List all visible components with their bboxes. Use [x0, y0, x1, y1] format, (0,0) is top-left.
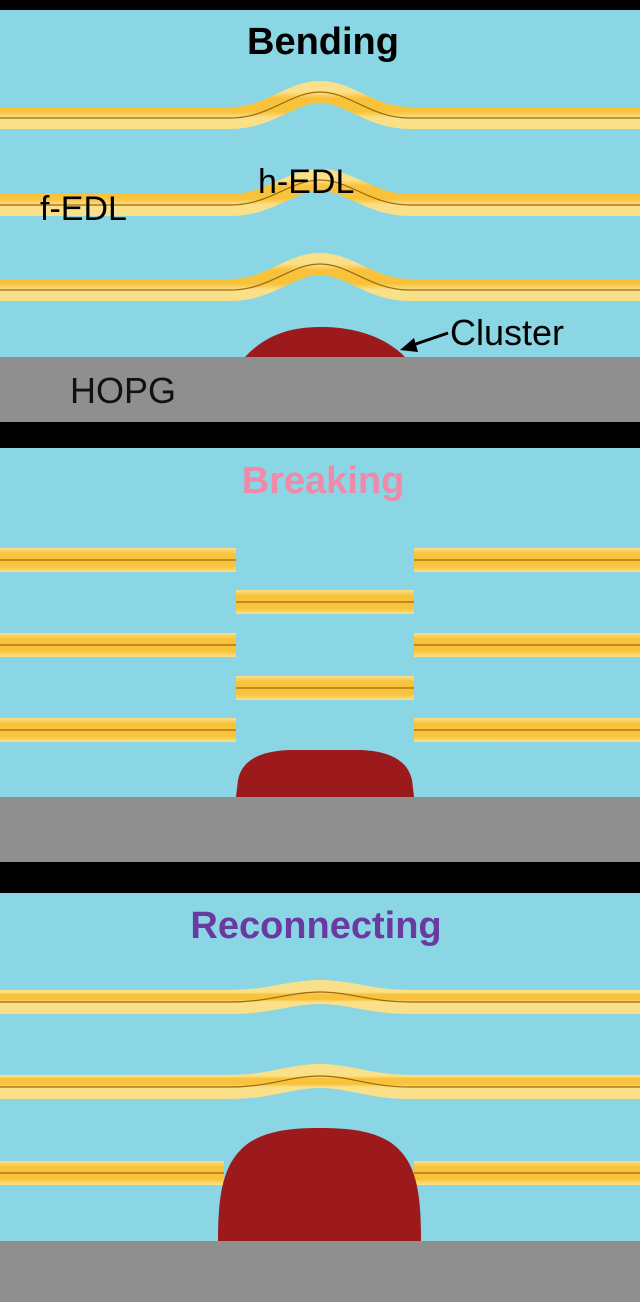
- hopg-substrate: [0, 797, 640, 862]
- edl-layer: [0, 1063, 640, 1099]
- panel-title: Reconnecting: [190, 905, 441, 947]
- panel-bending: Bending f-EDL h-EDL Cluster HOPG: [0, 10, 640, 422]
- hopg-label: HOPG: [70, 370, 176, 411]
- panel-breaking: Breaking: [0, 448, 640, 862]
- edl-layer: [0, 979, 640, 1014]
- panel-title: Bending: [247, 21, 399, 63]
- cluster-shape: [245, 327, 405, 357]
- panel-title: Breaking: [242, 460, 405, 502]
- cluster-label: Cluster: [450, 312, 564, 353]
- arrow-icon: [409, 331, 449, 348]
- edl-layers: [0, 548, 640, 742]
- cluster-shape: [218, 1128, 421, 1241]
- hopg-substrate: [0, 357, 640, 422]
- panel-reconnecting: Reconnecting: [0, 893, 640, 1302]
- hopg-substrate: [0, 1241, 640, 1302]
- f-edl-label: f-EDL: [40, 190, 127, 228]
- cluster-shape: [236, 750, 414, 797]
- h-edl-label: h-EDL: [258, 163, 354, 201]
